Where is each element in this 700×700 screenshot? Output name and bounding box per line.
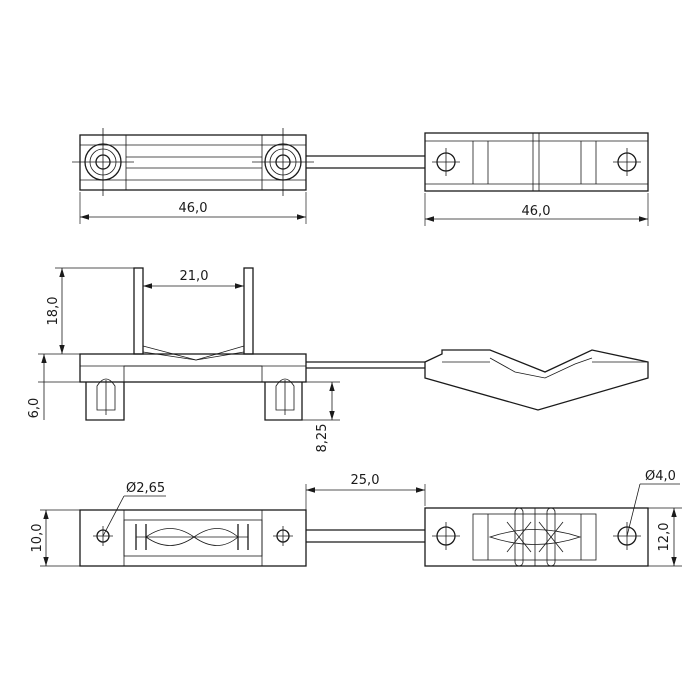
dim-side-spacing: 21,0	[143, 269, 244, 289]
bottom-view-right-part	[424, 507, 649, 567]
dim-label-bottom-gap: 25,0	[351, 473, 380, 488]
bottom-view-strap	[306, 529, 425, 543]
dim-top-left: 46,0	[79, 192, 307, 224]
dim-label-bottom-hole-large: Ø4,0	[645, 469, 676, 484]
dim-label-bottom-right-height: 12,0	[657, 523, 672, 552]
dim-bottom-right-height: 12,0	[648, 507, 682, 567]
top-view-strap	[306, 155, 425, 169]
top-view-right-part	[424, 132, 649, 192]
top-view-left-part	[72, 128, 314, 196]
dim-label-bottom-left-height: 10,0	[30, 524, 45, 553]
dim-label-bottom-hole-small: Ø2,65	[126, 481, 165, 496]
dim-bottom-hole-small: Ø2,65	[102, 481, 166, 537]
side-view-right-part	[424, 349, 649, 411]
dim-side-height: 18,0	[38, 267, 134, 355]
dim-bottom-gap: 25,0	[305, 473, 426, 528]
dim-label-side-foot: 8,25	[315, 424, 330, 453]
dim-bottom-left-height: 10,0	[30, 509, 80, 567]
bottom-view-left-part	[79, 509, 307, 567]
side-view-strap	[306, 361, 425, 369]
dim-label-side-height: 18,0	[46, 297, 61, 326]
dim-label-side-spacing: 21,0	[180, 269, 209, 284]
dim-side-base: 6,0	[27, 354, 80, 420]
dim-top-right: 46,0	[424, 193, 649, 226]
dim-label-side-base: 6,0	[27, 398, 42, 419]
dim-label-top-left: 46,0	[179, 201, 208, 216]
side-view-left-part	[79, 267, 307, 421]
dim-side-foot: 8,25	[302, 381, 340, 453]
dim-label-top-right: 46,0	[522, 204, 551, 219]
dim-bottom-hole-large: Ø4,0	[626, 469, 680, 537]
